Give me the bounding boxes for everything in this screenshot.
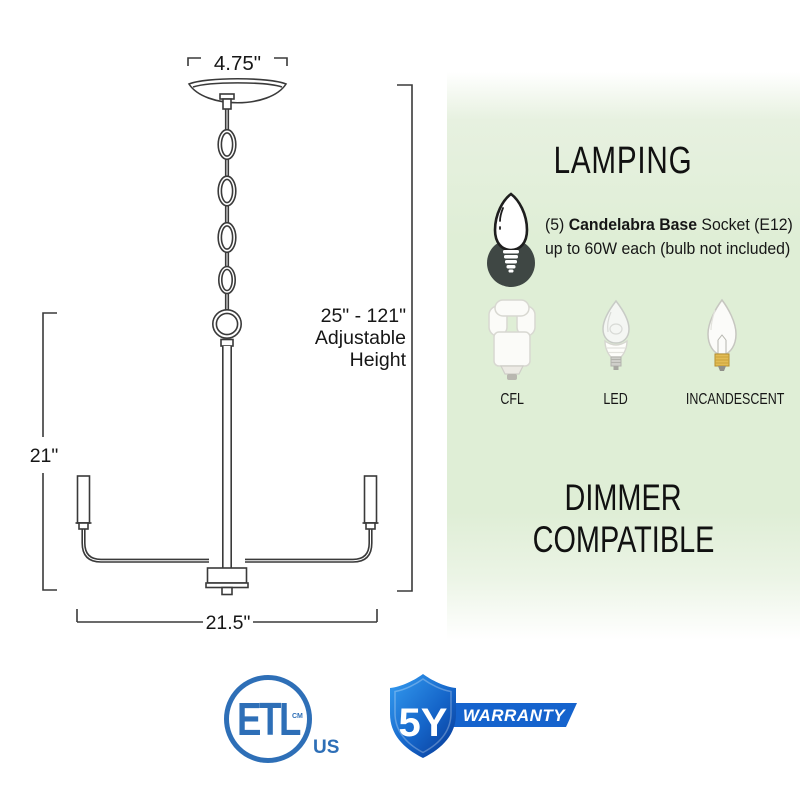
left-candle (75, 475, 92, 530)
cfl-bulb-image (488, 299, 536, 380)
warranty-shield (390, 674, 456, 758)
fixture-width-dimension-line (76, 609, 378, 623)
incandescent-label: INCANDESCENT (685, 391, 785, 408)
warranty-years: 5Y (399, 701, 448, 745)
adjustable-height-bracket (397, 84, 413, 592)
etl-cm-mark: CM (292, 713, 303, 720)
loop-ring (212, 308, 243, 347)
warranty-ribbon (450, 703, 577, 727)
socket-wattage-note: up to 60W each (bulb not included) (545, 239, 791, 258)
etl-region-label: US (313, 737, 339, 758)
socket-base-type: Candelabra Base (568, 215, 698, 234)
socket-description: (5) Candelabra Base Socket (E12) up to 6… (545, 213, 800, 261)
cfl-label: CFL (500, 391, 524, 408)
fixture-width-label: 21.5" (206, 612, 251, 634)
hanging-chain (217, 109, 237, 310)
chandelier-dimension-diagram: 4.75" 25" - 121" Adjustable Height 21" 2… (30, 52, 413, 634)
incandescent-bulb-image (707, 298, 737, 371)
etl-circle (224, 675, 312, 763)
socket-threads (503, 250, 519, 273)
led-bulb-image (602, 299, 630, 370)
canopy-width-bracket (187, 57, 288, 66)
lamping-section-title: LAMPING (447, 140, 800, 183)
dimmer-line2: COMPATIBLE (532, 519, 715, 560)
fixture-height-bracket (42, 312, 57, 591)
socket-type-suffix: Socket (E12) (697, 215, 793, 234)
warranty-badge: WARRANTY 5Y (390, 674, 577, 758)
socket-count: (5) (545, 215, 569, 234)
center-stem (222, 346, 232, 570)
etl-certification-logo: ETL CM US (224, 675, 339, 763)
candelabra-socket-icon (487, 192, 535, 287)
bulb-option-led: LED (566, 296, 666, 409)
lamping-panel-background (447, 0, 800, 800)
fixture-height-label: 21" (30, 445, 59, 467)
lamping-title-text: LAMPING (554, 140, 693, 182)
dimmer-line1: DIMMER (564, 477, 683, 518)
led-label: LED (603, 391, 629, 408)
canopy-width-label: 4.75" (214, 52, 261, 75)
dimmer-compatible-text: DIMMER COMPATIBLE (447, 477, 800, 561)
canopy (187, 77, 288, 110)
adjustable-height-range-label: 25" - 121" (321, 305, 406, 327)
warranty-shield-inner-outline (394, 678, 452, 754)
warranty-label: WARRANTY (463, 706, 566, 725)
bottom-hub (205, 567, 249, 596)
adjustable-height-caption-line2: Height (350, 349, 407, 371)
arms (81, 529, 373, 563)
bulb-option-incandescent: INCANDESCENT (672, 296, 784, 409)
bulb-option-cfl: CFL (462, 296, 562, 409)
etl-letters: ETL (237, 693, 301, 745)
adjustable-height-caption-line1: Adjustable (315, 327, 406, 349)
bulb-outline (493, 192, 529, 252)
right-candle (362, 475, 379, 530)
